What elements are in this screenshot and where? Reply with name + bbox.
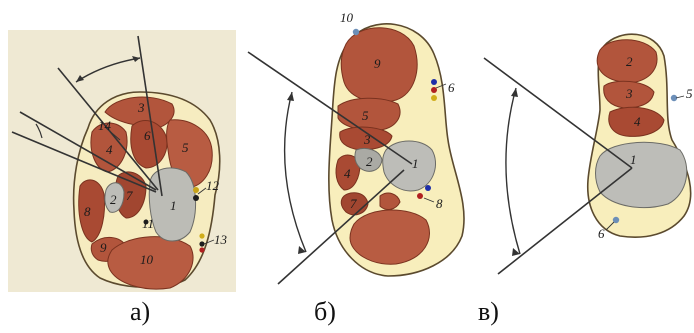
panel-b-angle-arrow xyxy=(287,92,294,101)
panel-c-leader xyxy=(676,96,684,98)
panel-a-label-3: 3 xyxy=(137,100,145,115)
panel-a-label-11: 11 xyxy=(142,216,154,231)
panel-c-angle-arc xyxy=(506,88,520,254)
panel-b-label-6: 6 xyxy=(448,80,455,95)
panel-b-label-4: 4 xyxy=(344,166,351,181)
panel-a-label-10: 10 xyxy=(140,252,154,267)
panel-c-label-1: 1 xyxy=(630,152,637,167)
panel-b-label-2: 2 xyxy=(366,154,373,169)
panel-c-angle-arrow xyxy=(511,88,518,97)
panel-b-muscle-10 xyxy=(350,210,429,264)
panel-a-label-8: 8 xyxy=(84,204,91,219)
panel-c-label-2: 2 xyxy=(626,54,633,69)
panel-a-label-14: 14 xyxy=(98,118,112,133)
panel-b-label-9: 9 xyxy=(374,56,381,71)
panel-c-label-3: 3 xyxy=(625,86,633,101)
panel-a-label-9: 9 xyxy=(100,240,107,255)
panel-c-label-5: 5 xyxy=(686,86,693,101)
panel-a-label-4: 4 xyxy=(106,142,113,157)
panel-c-label-4: 4 xyxy=(634,114,641,129)
panel-a-label-2: 2 xyxy=(110,192,117,207)
panel-b-label-1: 1 xyxy=(412,156,419,171)
panel-a-drawing: 1 2 3 4 5 6 7 8 9 10 11 12 13 14 xyxy=(8,30,236,292)
panel-a-label-5: 5 xyxy=(182,140,189,155)
panel-b-muscle-5 xyxy=(338,98,400,130)
panel-c-label-6: 6 xyxy=(598,226,605,241)
panel-b-vessel-dot xyxy=(417,193,423,199)
panel-b-label-7: 7 xyxy=(350,196,357,211)
panel-b-label-5: 5 xyxy=(362,108,369,123)
panel-b-caption: б) xyxy=(314,297,336,327)
panel-b-label-8: 8 xyxy=(436,196,443,211)
panel-b-vessel-dot xyxy=(425,185,431,191)
panel-b-label-10: 10 xyxy=(340,10,354,25)
panel-a-vessel-dot xyxy=(199,247,204,252)
panel-a-vessel-dot xyxy=(193,187,199,193)
panel-b-vessel-dot xyxy=(353,29,359,35)
panel-c-caption: в) xyxy=(478,297,499,327)
panel-c-bone-1 xyxy=(596,142,687,207)
panel-a-label-6: 6 xyxy=(144,128,151,143)
panel-a-label-13: 13 xyxy=(214,232,228,247)
panel-a-vessel-dot xyxy=(199,233,204,238)
panel-b-vessel-dot xyxy=(431,79,437,85)
panel-a-caption: а) xyxy=(130,297,150,327)
panel-c-drawing: 1 2 3 4 5 6 xyxy=(484,34,693,274)
panel-b-angle-arc xyxy=(285,92,306,252)
panel-a-vessel-dot xyxy=(199,241,204,246)
panel-a-label-7: 7 xyxy=(126,188,133,203)
panel-b-drawing: 1 2 3 4 5 6 7 8 9 10 xyxy=(248,10,464,284)
panel-b-label-3: 3 xyxy=(363,132,371,147)
panel-a-label-1: 1 xyxy=(170,198,177,213)
panel-a-vessel-dot xyxy=(193,195,199,201)
panel-a-label-12: 12 xyxy=(206,178,220,193)
panel-b-vessel-dot xyxy=(431,95,437,101)
